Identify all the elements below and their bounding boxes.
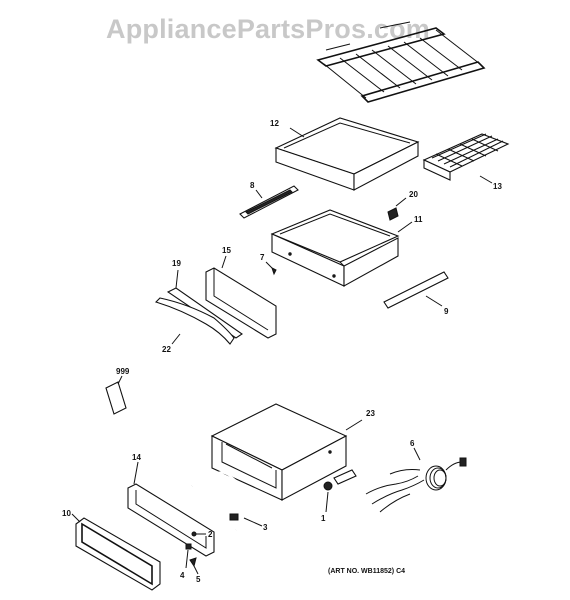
callout-19: 19 xyxy=(172,259,181,268)
part-20-clip xyxy=(387,197,407,221)
part-23-housing xyxy=(210,403,363,501)
top-rail-assembly xyxy=(316,21,486,103)
callout-13: 13 xyxy=(493,182,502,191)
callout-10: 10 xyxy=(62,509,71,518)
callout-8: 8 xyxy=(250,181,255,190)
part-4-clip xyxy=(185,543,192,569)
part-11-drawer xyxy=(270,209,413,287)
part-15-panel xyxy=(205,255,277,339)
callout-4: 4 xyxy=(180,571,185,580)
callout-14: 14 xyxy=(132,453,141,462)
callout-11: 11 xyxy=(414,215,423,224)
part-13-grille xyxy=(422,133,510,184)
callout-23: 23 xyxy=(366,409,375,418)
callout-1: 1 xyxy=(321,514,326,523)
callout-labels: 12 13 8 20 11 7 15 19 9 22 999 23 6 14 3… xyxy=(62,119,502,584)
callout-12: 12 xyxy=(270,119,279,128)
callout-6: 6 xyxy=(410,439,415,448)
callout-20: 20 xyxy=(409,190,418,199)
callout-7: 7 xyxy=(260,253,265,262)
callout-3: 3 xyxy=(263,523,268,532)
part-9-rail xyxy=(383,271,449,309)
watermark-text: AppliancePartsPros.com xyxy=(106,14,431,44)
callout-5: 5 xyxy=(196,575,201,584)
part-22-handle xyxy=(154,297,235,345)
part-6-wiring xyxy=(365,447,467,513)
part-7-screw xyxy=(265,261,277,276)
part-8-rail xyxy=(239,185,299,219)
part-5-screw xyxy=(189,557,199,575)
part-2-screw xyxy=(191,531,206,537)
callout-999: 999 xyxy=(116,367,130,376)
part-1-connector xyxy=(323,469,357,513)
part-999-manual xyxy=(105,375,127,415)
callout-22: 22 xyxy=(162,345,171,354)
part-14-gasket xyxy=(127,461,215,557)
part-10-door-frame xyxy=(71,513,161,591)
part-3-element xyxy=(191,471,263,531)
callout-15: 15 xyxy=(222,246,231,255)
art-number: (ART NO. WB11852) C4 xyxy=(328,568,405,575)
callout-2: 2 xyxy=(208,530,213,539)
part-12-tray xyxy=(274,117,420,191)
callout-9: 9 xyxy=(444,307,449,316)
